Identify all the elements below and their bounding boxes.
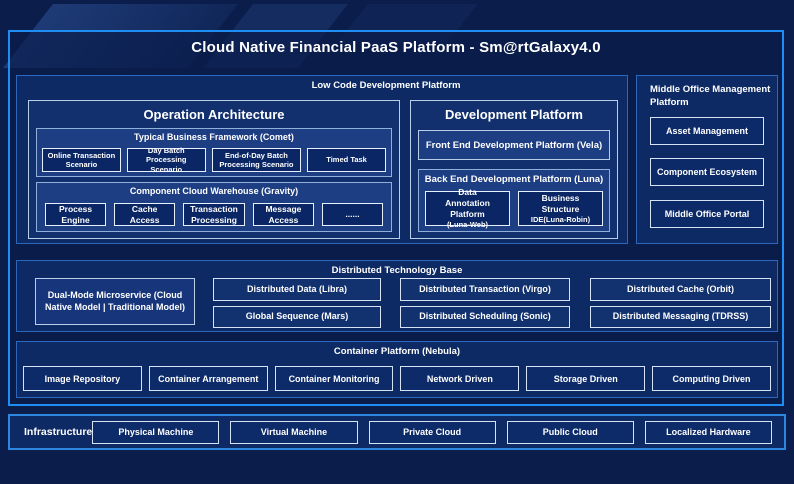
middle-office-section-label: Middle Office Management Platform	[650, 84, 771, 108]
comet-item: Online Transaction Scenario	[42, 148, 121, 172]
distributed-item: Distributed Scheduling (Sonic)	[400, 306, 570, 328]
operation-architecture-title: Operation Architecture	[143, 107, 285, 122]
gravity-item: Process Engine	[45, 203, 107, 226]
comet-label: Typical Business Framework (Comet)	[134, 132, 294, 142]
component-cloud-warehouse-gravity: Component Cloud Warehouse (Gravity) Proc…	[36, 182, 392, 232]
distributed-technology-base-section: Distributed Technology Base Dual-Mode Mi…	[16, 260, 778, 332]
luna-item-subtitle: (Luna-Web)	[446, 220, 489, 230]
comet-item-row: Online Transaction Scenario Day Batch Pr…	[42, 146, 386, 174]
container-section-label: Container Platform (Nebula)	[333, 346, 461, 357]
distributed-item: Distributed Messaging (TDRSS)	[590, 306, 771, 328]
container-item: Container Monitoring	[274, 366, 394, 391]
distributed-item: Global Sequence (Mars)	[213, 306, 381, 328]
gravity-item: ......	[321, 203, 384, 226]
container-item-row: Image Repository Container Arrangement C…	[23, 366, 771, 391]
middle-office-item: Middle Office Portal	[650, 200, 764, 228]
luna-label: Back End Development Platform (Luna)	[424, 174, 604, 185]
luna-item-subtitle: IDE(Luna-Robin)	[530, 214, 591, 224]
operation-architecture-group: Operation Architecture Typical Business …	[28, 100, 400, 239]
middle-office-item: Asset Management	[650, 117, 764, 145]
container-item: Storage Driven	[526, 366, 646, 391]
gravity-item: Cache Access	[114, 203, 176, 226]
luna-item-title: Data Annotation Platform	[445, 187, 490, 220]
distributed-item: Distributed Transaction (Virgo)	[400, 278, 570, 301]
gravity-item-row: Process Engine Cache Access Transaction …	[45, 203, 384, 226]
container-item: Network Driven	[400, 366, 520, 391]
infrastructure-item: Virtual Machine	[230, 420, 358, 444]
gravity-label: Component Cloud Warehouse (Gravity)	[129, 186, 299, 196]
luna-item-title: Business Structure	[541, 192, 580, 214]
front-end-development-platform-vela: Front End Development Platform (Vela)	[418, 130, 610, 160]
comet-item: Day Batch Processing Scenario	[126, 146, 206, 174]
low-code-development-platform-section: Low Code Development Platform Operation …	[16, 75, 628, 244]
typical-business-framework-comet: Typical Business Framework (Comet) Onlin…	[36, 128, 392, 177]
infrastructure-item: Public Cloud	[506, 420, 634, 444]
container-platform-nebula-section: Container Platform (Nebula) Image Reposi…	[16, 341, 778, 398]
platform-frame: Cloud Native Financial PaaS Platform - S…	[8, 30, 784, 406]
distributed-item: Distributed Cache (Orbit)	[590, 278, 771, 301]
infrastructure-item-row: Physical Machine Virtual Machine Private…	[92, 420, 772, 444]
container-item: Computing Driven	[652, 366, 771, 391]
luna-item: Business Structure IDE(Luna-Robin)	[518, 191, 603, 226]
infrastructure-item: Localized Hardware	[644, 420, 772, 444]
luna-item: Data Annotation Platform (Luna-Web)	[425, 187, 510, 229]
comet-item: End-of-Day Batch Processing Scenario	[211, 148, 302, 172]
back-end-development-platform-luna: Back End Development Platform (Luna) Dat…	[418, 169, 610, 232]
low-code-section-label: Low Code Development Platform	[311, 80, 461, 91]
dual-mode-microservice-box: Dual-Mode Microservice (Cloud Native Mod…	[35, 278, 195, 325]
container-item: Image Repository	[23, 366, 142, 391]
development-platform-title: Development Platform	[445, 107, 583, 122]
distributed-section-label: Distributed Technology Base	[331, 265, 463, 276]
luna-item-row: Data Annotation Platform (Luna-Web) Busi…	[425, 187, 603, 229]
middle-office-item: Component Ecosystem	[650, 158, 764, 186]
infrastructure-item: Private Cloud	[368, 420, 496, 444]
diagram-title: Cloud Native Financial PaaS Platform - S…	[191, 39, 601, 56]
gravity-item: Message Access	[252, 203, 314, 226]
infrastructure-section: Infrastructure Physical Machine Virtual …	[8, 414, 786, 450]
development-platform-group: Development Platform Front End Developme…	[410, 100, 618, 239]
middle-office-management-platform-section: Middle Office Management Platform Asset …	[636, 75, 778, 244]
container-item: Container Arrangement	[148, 366, 268, 391]
gravity-item: Transaction Processing	[183, 203, 245, 226]
distributed-item: Distributed Data (Libra)	[213, 278, 381, 301]
comet-item: Timed Task	[307, 148, 386, 172]
infrastructure-item: Physical Machine	[92, 420, 220, 444]
infrastructure-label: Infrastructure	[24, 426, 93, 438]
